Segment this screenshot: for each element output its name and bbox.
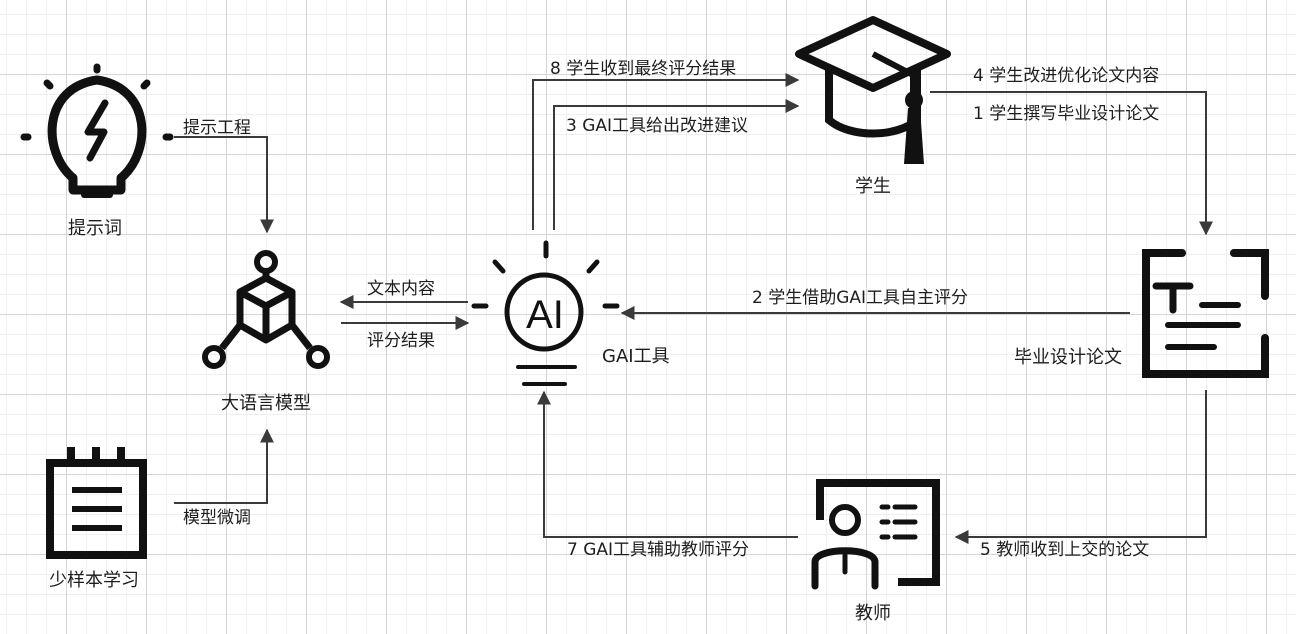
lightbulb-icon — [20, 63, 174, 198]
node-fewshot: 少样本学习 — [49, 570, 139, 591]
edge-prompt-engineering — [174, 136, 274, 234]
edge-step5 — [954, 390, 1207, 544]
edge-label-step5: 5 教师收到上交的论文 — [980, 540, 1150, 560]
edge-model-finetune — [174, 428, 274, 504]
node-thesis: 毕业设计论文 — [1014, 347, 1122, 368]
notepad-icon — [46, 447, 147, 559]
edge-step3 — [553, 99, 800, 230]
edge-label-score-result: 评分结果 — [367, 331, 435, 351]
node-llm: 大语言模型 — [221, 393, 311, 414]
cube-network-icon — [202, 250, 330, 369]
edge-label-model-finetune: 模型微调 — [183, 508, 251, 528]
edge-label-step7: 7 GAI工具辅助教师评分 — [567, 540, 750, 560]
edge-step1-4 — [930, 91, 1213, 236]
node-student: 学生 — [855, 176, 891, 197]
edge-label-text-content: 文本内容 — [367, 279, 435, 299]
edge-label-step2: 2 学生借助GAI工具自主评分 — [752, 288, 969, 308]
edge-label-prompt-engineering: 提示工程 — [183, 118, 251, 138]
node-prompt: 提示词 — [68, 218, 122, 239]
edge-step8 — [532, 73, 800, 230]
ai-mark: AI — [526, 293, 564, 337]
node-gai: GAI工具 — [602, 346, 670, 367]
edge-label-step3: 3 GAI工具给出改进建议 — [566, 116, 749, 136]
node-teacher: 教师 — [855, 603, 891, 624]
edge-label-step1: 1 学生撰写毕业设计论文 — [973, 104, 1160, 124]
document-icon — [1142, 249, 1269, 378]
edge-label-step4: 4 学生改进优化论文内容 — [973, 66, 1160, 86]
edge-step7 — [537, 390, 798, 538]
teacher-board-icon — [811, 479, 940, 590]
graduation-cap-icon — [795, 16, 951, 164]
ai-bulb-icon — [471, 240, 620, 386]
edge-label-step8: 8 学生收到最终评分结果 — [550, 59, 737, 79]
